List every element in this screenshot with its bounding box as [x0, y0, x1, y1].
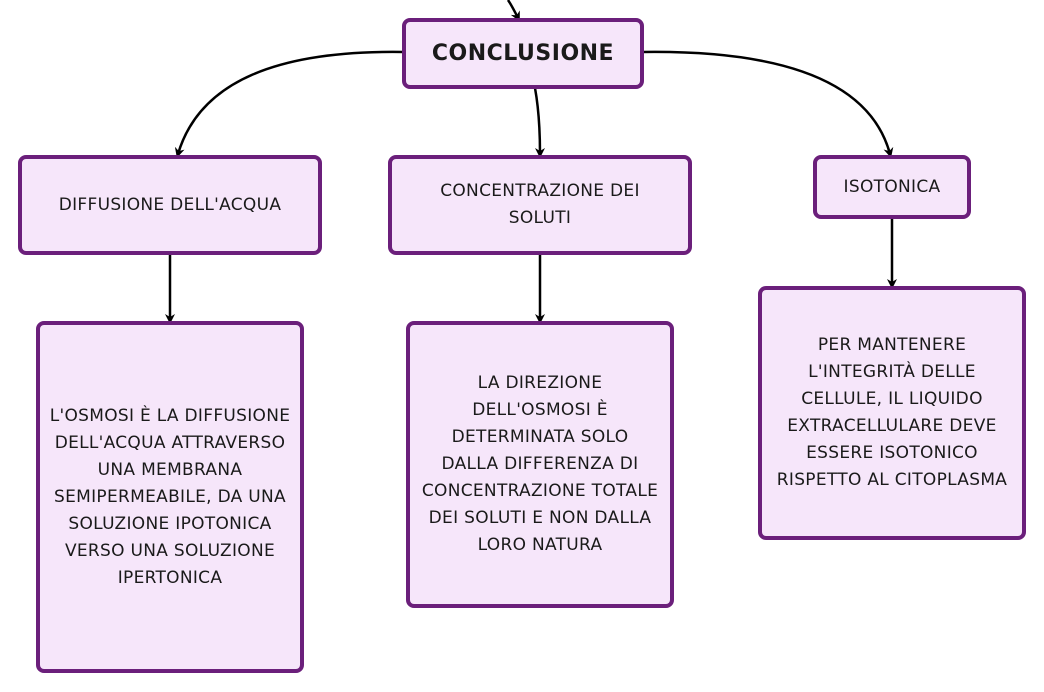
branch-node-label: CONCENTRAZIONE DEI SOLUTI — [440, 181, 640, 228]
incoming-connector — [506, 0, 520, 22]
detail-node-text: PER MANTENERE L'INTEGRITÀ DELLE CELLULE,… — [776, 335, 1008, 490]
branch-node-label: DIFFUSIONE DELL'ACQUA — [58, 194, 282, 215]
root-node-conclusione: CONCLUSIONE — [402, 18, 644, 89]
detail-node-diffusione: L'OSMOSI È LA DIFFUSIONE DELL'ACQUA ATTR… — [36, 321, 304, 673]
branch-node-concentrazione: CONCENTRAZIONE DEI SOLUTI — [388, 155, 692, 255]
detail-node-text: LA DIREZIONE DELL'OSMOSI È DETERMINATA S… — [421, 373, 659, 555]
detail-node-concentrazione: LA DIREZIONE DELL'OSMOSI È DETERMINATA S… — [406, 321, 674, 608]
connector-root-to-diffusione — [174, 50, 405, 158]
connector-root-to-concentrazione — [533, 87, 545, 158]
connector-root-to-isotonica — [641, 50, 894, 158]
branch-node-diffusione: DIFFUSIONE DELL'ACQUA — [18, 155, 322, 255]
branch-node-label: ISOTONICA — [843, 176, 941, 197]
detail-node-text: L'OSMOSI È LA DIFFUSIONE DELL'ACQUA ATTR… — [49, 405, 291, 588]
root-node-label: CONCLUSIONE — [431, 41, 615, 66]
detail-node-isotonica: PER MANTENERE L'INTEGRITÀ DELLE CELLULE,… — [758, 286, 1026, 540]
branch-node-isotonica: ISOTONICA — [813, 155, 971, 219]
